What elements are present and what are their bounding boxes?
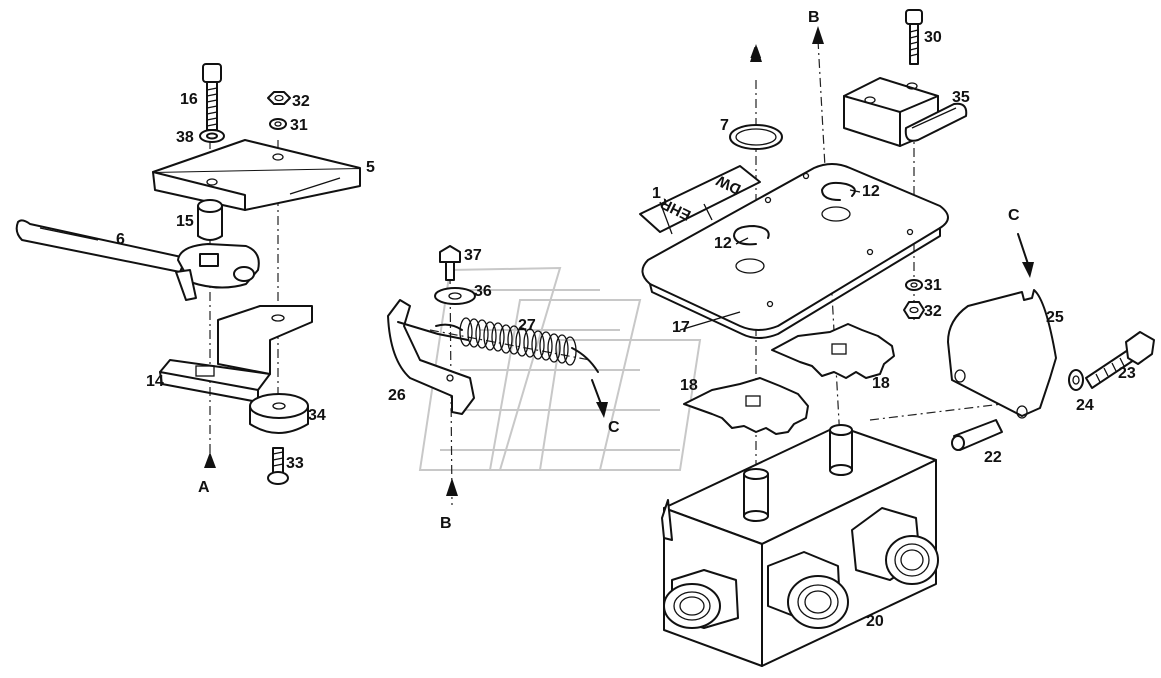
fitting-side-right [851, 507, 939, 585]
marker-a-top: A [750, 45, 762, 62]
spring-part-27 [435, 317, 599, 373]
bolt-part-30 [905, 9, 923, 65]
circlip-part-12-upper [821, 181, 856, 201]
label-7: 7 [720, 117, 729, 134]
label-22: 22 [984, 449, 1002, 466]
label-5: 5 [366, 159, 375, 176]
label-20: 20 [866, 613, 884, 630]
washer-part-24 [1068, 369, 1084, 391]
watermark-logo [418, 266, 702, 471]
washer-part-31-left [269, 118, 287, 130]
label-1: 1 [652, 185, 661, 202]
label-32-right: 32 [924, 303, 942, 320]
label-31-right: 31 [924, 277, 942, 294]
label-38: 38 [176, 129, 194, 146]
connector-part-35 [843, 77, 968, 147]
label-14: 14 [146, 373, 164, 390]
marker-b-top: B [808, 9, 820, 26]
nut-part-32-left [267, 91, 291, 105]
screw-part-33 [267, 447, 289, 485]
label-17: 17 [672, 319, 690, 336]
nut-part-32-right [903, 301, 925, 319]
cam-disc-part-18-upper [771, 323, 895, 379]
buffer-part-34 [249, 393, 309, 434]
label-18-upper: 18 [872, 375, 890, 392]
valve-block-part-20 [661, 424, 939, 667]
label-33: 33 [286, 455, 304, 472]
label-37: 37 [464, 247, 482, 264]
label-27: 27 [518, 317, 536, 334]
label-26: 26 [388, 387, 406, 404]
bolt-part-37 [439, 245, 461, 281]
cam-disc-part-18-lower [683, 377, 809, 435]
axis-arrows [204, 26, 1034, 496]
leader-lines [39, 177, 861, 331]
ring-part-7 [729, 124, 783, 150]
washer-part-36 [434, 287, 476, 305]
label-23: 23 [1118, 365, 1136, 382]
label-15: 15 [176, 213, 194, 230]
marker-a-bottom: A [198, 479, 210, 496]
label-36: 36 [474, 283, 492, 300]
plate-part-17 [641, 163, 949, 339]
marker-b-bottom: B [440, 515, 452, 532]
label-34: 34 [308, 407, 326, 424]
bracket-part-14 [159, 305, 313, 403]
bolt-part-16 [202, 63, 222, 131]
label-12-lower: 12 [714, 235, 732, 252]
label-16: 16 [180, 91, 198, 108]
marker-c-top: C [1008, 207, 1020, 224]
label-30: 30 [924, 29, 942, 46]
washer-part-38 [199, 129, 225, 143]
part-labels: 1 5 6 7 12 12 14 15 16 17 18 18 20 22 23… [116, 29, 1136, 630]
axis-marker-labels: A A B B C C [198, 9, 1020, 532]
label-35: 35 [952, 89, 970, 106]
label-31-left: 31 [290, 117, 308, 134]
cover-plate-part-25 [947, 289, 1057, 419]
marker-c-bottom: C [608, 419, 620, 436]
washer-part-31-right [905, 279, 923, 291]
label-18-lower: 18 [680, 377, 698, 394]
circlip-part-12-lower [733, 225, 770, 246]
pin-part-22 [951, 419, 1003, 451]
lever-part-6 [15, 219, 260, 301]
fitting-front-left [663, 569, 739, 629]
label-6: 6 [116, 231, 125, 248]
label-plate-part-1: DW EHR [639, 165, 761, 233]
bolt-part-23 [1085, 331, 1155, 389]
label-25: 25 [1046, 309, 1064, 326]
bracket-part-5 [152, 139, 361, 211]
spacer-part-15 [197, 199, 223, 241]
label-12-upper: 12 [862, 183, 880, 200]
lever-bracket-part-26 [387, 299, 475, 415]
label-32-left: 32 [292, 93, 310, 110]
fitting-front-middle [767, 551, 849, 629]
label-24: 24 [1076, 397, 1094, 414]
